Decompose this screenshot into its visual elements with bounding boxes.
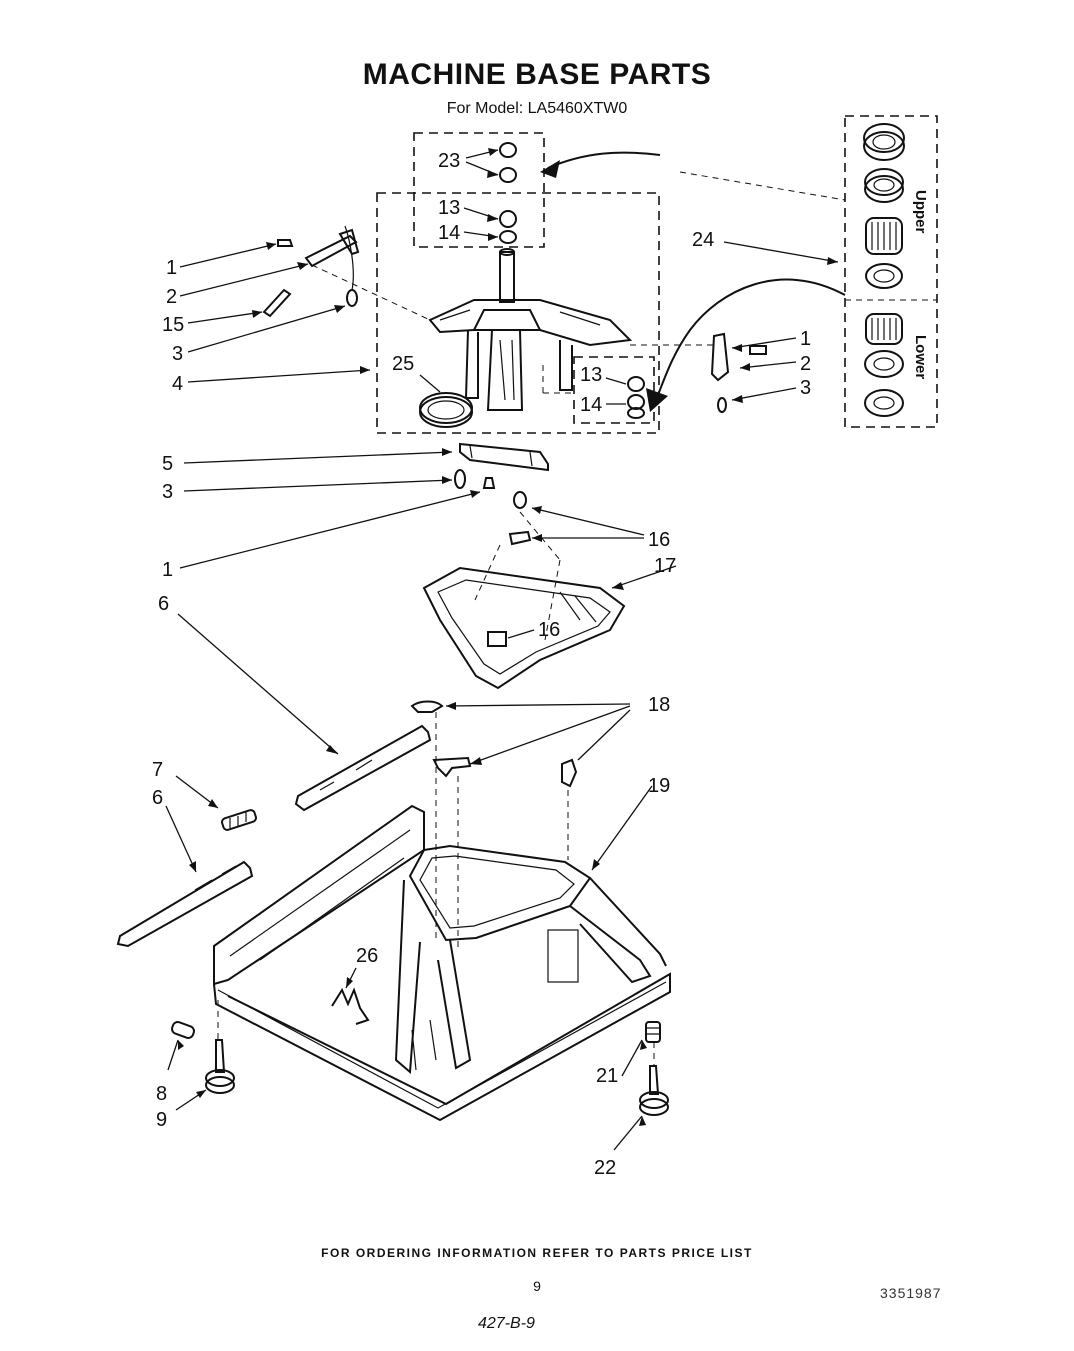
right-bracket-parts (710, 332, 767, 413)
machine-base-19 (213, 804, 671, 1122)
seal-kit-lower-label: Lower (912, 335, 929, 379)
callout-15: 15 (162, 314, 184, 336)
clip-18-top (410, 700, 444, 713)
callout-14-upper: 14 (438, 222, 460, 244)
model-subtitle: For Model: LA5460XTW0 (446, 100, 628, 117)
callout-3-center: 3 (162, 481, 173, 503)
bracket-6-upper (294, 724, 432, 812)
callout-17: 17 (654, 555, 676, 577)
callout-14-lower: 14 (580, 394, 602, 416)
lower-bearings (627, 376, 645, 419)
callout-1-center: 1 (162, 559, 173, 581)
ordering-footer: FOR ORDERING INFORMATION REFER TO PARTS … (321, 1246, 753, 1260)
gearcase-assembly (428, 248, 633, 411)
callout-8: 8 (156, 1083, 167, 1105)
callout-7: 7 (152, 759, 163, 781)
suspension-platform-17 (422, 566, 626, 690)
snubber-16-top (513, 491, 527, 509)
upper-arrow (547, 151, 661, 169)
callout-26: 26 (356, 945, 378, 967)
callout-13-lower: 13 (580, 364, 602, 386)
callout-21: 21 (596, 1065, 618, 1087)
seal-kit-upper-label: Upper (912, 190, 929, 234)
foot-cap-8 (171, 1021, 195, 1039)
callout-16-lower: 16 (538, 619, 560, 641)
leveling-foot-9 (205, 1039, 235, 1094)
gearcase-group-box (376, 192, 660, 434)
foot-sleeve-21 (645, 1021, 661, 1043)
callout-19: 19 (648, 775, 670, 797)
seal-kit-rings (863, 123, 905, 417)
spring-3-center (454, 469, 466, 489)
callout-6-lower: 6 (152, 787, 163, 809)
seal-ring-25 (419, 392, 473, 428)
callout-2-top-left: 2 (166, 286, 177, 308)
callout-6-upper: 6 (158, 593, 169, 615)
bolt-1-center (482, 477, 496, 489)
callout-25: 25 (392, 353, 414, 375)
handwritten-reference: 427-B-9 (478, 1315, 535, 1332)
callout-1-right: 1 (800, 328, 811, 350)
clip-18-right (561, 758, 578, 788)
page-number: 9 (533, 1278, 541, 1294)
callout-23: 23 (438, 150, 460, 172)
page-title: MACHINE BASE PARTS (362, 58, 712, 91)
callout-22: 22 (594, 1157, 616, 1179)
leveling-foot-22 (639, 1065, 669, 1116)
callout-18: 18 (648, 694, 670, 716)
clip-26 (331, 987, 370, 1025)
lower-bearing-group-box (573, 356, 655, 424)
snubber-16-low (487, 631, 507, 647)
bracket-5 (459, 442, 549, 472)
left-bracket-parts (262, 225, 360, 318)
callout-16-top: 16 (648, 529, 670, 551)
leader-arrowheads (178, 148, 838, 1126)
drawing-code: 3351987 (880, 1285, 942, 1301)
spin-tube-bearings (499, 142, 517, 244)
lower-arrow (655, 278, 846, 401)
callout-5: 5 (162, 453, 173, 475)
snubber-16-mid (508, 530, 532, 546)
bracket-6-lower (116, 860, 254, 948)
callout-13-upper: 13 (438, 197, 460, 219)
spring-7 (221, 809, 257, 831)
callout-3-top-left: 3 (172, 343, 183, 365)
callout-2-right: 2 (800, 353, 811, 375)
callout-4: 4 (172, 373, 183, 395)
callout-3-right: 3 (800, 377, 811, 399)
seal-kit-box (844, 115, 938, 428)
callout-24: 24 (692, 229, 714, 251)
upper-bearing-group-box (413, 132, 545, 248)
clip-18-mid (432, 756, 472, 778)
callout-9: 9 (156, 1109, 167, 1131)
callout-1-top-left: 1 (166, 257, 177, 279)
